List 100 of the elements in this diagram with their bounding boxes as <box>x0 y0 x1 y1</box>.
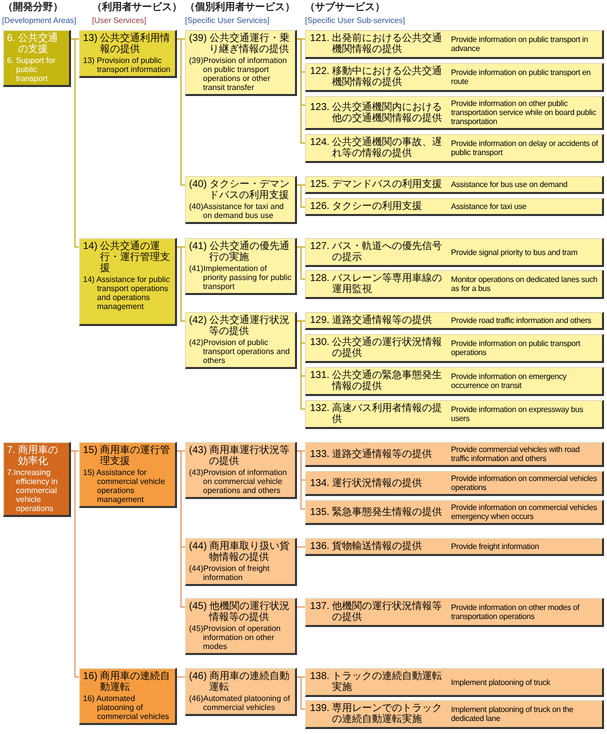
english-title: Provide freight information <box>451 542 540 551</box>
column-heading: （サブサービス） <box>305 2 385 14</box>
japanese-title: 125. デマンドバスの利用支援 <box>310 179 444 190</box>
japanese-title: (41) 公共交通の優先通行の実施 <box>189 241 291 263</box>
sub-service-box <box>305 198 604 216</box>
japanese-title: 6. 公共交通の支援 <box>7 33 60 55</box>
japanese-title: 13) 公共交通利用情報の提供 <box>83 33 172 55</box>
english-title: Provide information on other public transportation service while on board public transportation <box>451 99 598 126</box>
sub-service-box <box>305 270 604 299</box>
connector-line <box>71 38 79 248</box>
sub-service-box <box>305 400 604 429</box>
english-title: Provide information on commercial vehicles emergency when occurs <box>451 503 598 521</box>
japanese-title: 127. バス・軌道への優先信号の提示 <box>310 241 444 263</box>
japanese-title: 15) 商用車の運行管理支援 <box>83 445 172 467</box>
english-title: 16) Automated platooning of commercial vehicles <box>83 694 170 721</box>
connector-line <box>71 450 79 678</box>
japanese-title: (46) 商用車の連続自動運転 <box>189 671 291 693</box>
user-service-box <box>79 238 177 326</box>
english-title: (43)Provision of information on commercial vehicle operations and others <box>189 468 288 495</box>
english-title: Monitor operations on dedicated lanes such as for a bus <box>451 275 598 293</box>
development-area-box <box>3 442 71 517</box>
japanese-title: 123. 公共交通機関内における他の交通機関情報の提供 <box>310 102 444 124</box>
english-title: (44)Provision of freight information <box>189 564 270 582</box>
sub-service-box <box>305 367 604 396</box>
english-title: (41)Implementation of priority passing for public transport <box>189 264 292 291</box>
english-title: 6. Support for public transport <box>7 56 56 83</box>
english-title: Provide information on public transport en route <box>451 68 592 86</box>
japanese-title: 139. 専用レーンでのトラックの連続自動運転実施 <box>310 703 444 725</box>
japanese-title: 131. 公共交通の緊急事態発生情報の提供 <box>310 370 444 392</box>
english-title: (46)Automated platooning of commercial vehicles <box>189 694 291 712</box>
english-title: Implement platooning of truck on the dedicated lane <box>451 705 574 723</box>
sub-service-box <box>305 442 604 467</box>
specific-service-box <box>185 442 297 499</box>
sub-service-box <box>305 176 604 194</box>
sub-service-box <box>305 598 604 627</box>
connector-line <box>297 246 305 280</box>
specific-service-box <box>185 598 297 655</box>
sub-service-box <box>305 134 604 163</box>
japanese-title: 124. 公共交通機関の事故、遅れ等の情報の提供 <box>310 137 444 159</box>
japanese-title: 138. トラックの連続自動運転実施 <box>310 671 444 693</box>
english-title: 13) Provision of public transport information <box>83 56 172 74</box>
connector-line <box>297 676 305 710</box>
english-title: Provide signal priority to bus and tram <box>451 248 578 256</box>
english-title: 14) Assistance for public transport operations and operations management <box>83 275 171 311</box>
english-title: Provide information on public transport operations <box>451 339 582 357</box>
development-area-box <box>3 30 71 87</box>
english-title: (39)Provision of information on public transport operations or other transit transfer <box>189 56 288 92</box>
column-subheading: [User Services] <box>92 16 146 26</box>
sub-service-box <box>305 334 604 363</box>
sub-service-box <box>305 312 604 330</box>
specific-service-box <box>185 312 297 369</box>
japanese-title: 14) 公共交通の運行・運行管理支援 <box>83 241 171 274</box>
connector-line <box>297 184 305 208</box>
sub-service-box <box>305 238 604 267</box>
column-subheading: [Specific User Sub-services] <box>305 16 406 26</box>
japanese-title: 132. 高速バス利用者情報の提供 <box>310 403 444 425</box>
japanese-title: 16) 商用車の連続自動運転 <box>83 671 172 693</box>
specific-service-box <box>185 238 297 295</box>
column-heading: （個別利用者サービス） <box>185 2 295 14</box>
english-title: Provide information on delay or accidents of public transport <box>451 139 598 157</box>
english-title: (45)Provision of operation information on other modes <box>189 624 282 651</box>
connector-line <box>177 246 185 322</box>
connector-line <box>297 450 305 510</box>
column-subheading: [Specific User Services] <box>185 16 270 26</box>
sub-service-box <box>305 500 604 525</box>
english-title: Provide commercial vehicles with road traffic information and others <box>451 445 581 463</box>
japanese-title: (45) 他機関の運行状況情報等の提供 <box>189 601 291 623</box>
english-title: Assistance for bus use on demand <box>451 180 568 189</box>
english-title: Provide information on commercial vehicles operations <box>451 474 598 492</box>
english-title: Implement platooning of truck <box>451 678 552 686</box>
japanese-title: 129. 道路交通情報等の提供 <box>310 315 434 326</box>
english-title: 15) Assistance for commercial vehicle operations management <box>83 468 166 504</box>
user-service-box <box>79 668 177 725</box>
specific-service-box <box>185 668 297 716</box>
japanese-title: (42) 公共交通運行状況等の提供 <box>189 315 291 337</box>
sub-service-box <box>305 471 604 496</box>
column-heading: （利用者サービス） <box>92 2 182 14</box>
japanese-title: 133. 道路交通情報等の提供 <box>310 448 434 460</box>
japanese-title: 121. 出発前における公共交通機関情報の提供 <box>310 33 444 55</box>
specific-service-box <box>185 538 297 586</box>
english-title: Assistance for taxi use <box>451 202 528 211</box>
english-title: 7.Increasing efficiency in commercial vehicle operations <box>7 468 59 513</box>
japanese-title: 134. 運行状況情報の提供 <box>310 478 424 488</box>
japanese-title: (44) 商用車取り扱い貨物情報の提供 <box>189 541 291 563</box>
specific-service-box <box>185 30 297 96</box>
japanese-title: 122. 移動中における公共交通機関情報の提供 <box>310 66 444 88</box>
japanese-title: 135. 緊急事態発生情報の提供 <box>310 506 444 518</box>
english-title: Provide information on other modes of transportation operations <box>451 603 580 621</box>
japanese-title: (40) タクシー・デマンドバスの利用支援 <box>189 179 291 201</box>
connector-line <box>297 320 305 410</box>
user-service-box <box>79 30 177 78</box>
column-subheading: [Development Areas] <box>2 16 76 26</box>
english-title: Provide information on public transport in advance <box>451 35 590 53</box>
connector-line <box>177 38 185 186</box>
english-title: Provide information on expressway bus users <box>451 405 584 423</box>
sub-service-box <box>305 96 604 130</box>
japanese-title: 136. 貨物輸送情報の提供 <box>310 541 424 552</box>
english-title: (42)Provision of public transport operations and others <box>189 338 291 365</box>
user-service-box <box>79 442 177 508</box>
japanese-title: (43) 商用車運行状況等の提供 <box>189 445 291 467</box>
